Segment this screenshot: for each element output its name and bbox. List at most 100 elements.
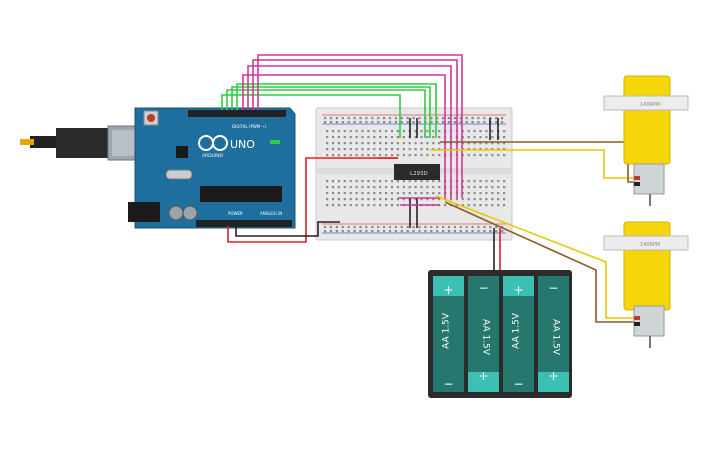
breadboard-hole bbox=[367, 204, 370, 207]
wire-yellow bbox=[430, 149, 636, 179]
breadboard-hole bbox=[491, 198, 494, 201]
breadboard-hole bbox=[377, 230, 380, 233]
breadboard-hole bbox=[467, 192, 470, 195]
battery-cell-wrap bbox=[503, 296, 534, 392]
breadboard-hole bbox=[420, 130, 423, 133]
breadboard-hole bbox=[365, 117, 368, 120]
breadboard-hole bbox=[341, 230, 344, 233]
breadboard-hole bbox=[373, 192, 376, 195]
battery-pack: AA 1.5V+−AA 1.5V+−AA 1.5V+−AA 1.5V+− bbox=[428, 270, 572, 398]
breadboard-hole bbox=[331, 130, 335, 133]
breadboard-hole bbox=[337, 154, 340, 157]
breadboard-hole bbox=[373, 130, 376, 133]
breadboard-hole bbox=[388, 230, 392, 233]
breadboard-hole bbox=[361, 192, 364, 195]
breadboard-hole bbox=[432, 148, 435, 151]
breadboard-hole bbox=[367, 136, 370, 139]
breadboard-hole bbox=[335, 226, 338, 229]
breadboard-hole bbox=[453, 226, 456, 229]
breadboard-hole bbox=[349, 142, 352, 145]
breadboard-hole bbox=[420, 148, 423, 151]
breadboard-hole bbox=[497, 198, 500, 201]
power-header bbox=[196, 220, 292, 227]
breadboard-hole bbox=[461, 192, 464, 195]
breadboard-hole bbox=[438, 148, 441, 151]
breadboard-hole bbox=[353, 226, 356, 229]
breadboard-hole bbox=[426, 186, 429, 189]
breadboard-hole bbox=[324, 230, 327, 233]
breadboard-hole bbox=[412, 117, 415, 120]
breadboard-hole bbox=[361, 186, 364, 189]
wire-green bbox=[231, 86, 431, 138]
breadboard-hole bbox=[420, 136, 423, 139]
breadboard-hole bbox=[385, 136, 388, 139]
breadboard-hole bbox=[420, 186, 423, 189]
breadboard-hole bbox=[408, 186, 411, 189]
breadboard-hole bbox=[365, 121, 368, 124]
breadboard-hole bbox=[414, 186, 417, 189]
breadboard-hole bbox=[331, 192, 335, 195]
breadboard-hole bbox=[438, 186, 441, 189]
breadboard-hole bbox=[337, 198, 340, 201]
breadboard-hole bbox=[326, 136, 329, 139]
breadboard-hole bbox=[432, 186, 435, 189]
breadboard-hole bbox=[377, 226, 380, 229]
breadboard-hole bbox=[349, 180, 352, 183]
breadboard-hole bbox=[379, 186, 382, 189]
breadboard-hole bbox=[479, 136, 482, 139]
breadboard-hole bbox=[438, 198, 441, 201]
breadboard-hole bbox=[473, 180, 476, 183]
breadboard-hole bbox=[379, 136, 382, 139]
battery-cell-label: AA 1.5V bbox=[512, 312, 522, 349]
breadboard-hole bbox=[394, 230, 397, 233]
arduino-board[interactable]: UNO ARDUINO DIGITAL (PWM ~) POWER ANALOG… bbox=[128, 107, 296, 229]
breadboard-hole bbox=[418, 121, 421, 124]
breadboard-hole bbox=[501, 117, 504, 120]
breadboard-hole bbox=[444, 204, 447, 207]
arduino-model-label: UNO bbox=[230, 138, 255, 151]
breadboard-hole bbox=[385, 186, 388, 189]
capacitor bbox=[182, 205, 198, 221]
breadboard-hole bbox=[473, 154, 476, 157]
breadboard-hole bbox=[400, 226, 403, 229]
breadboard-hole bbox=[361, 142, 364, 145]
breadboard-hole bbox=[406, 121, 409, 124]
breadboard-hole bbox=[359, 117, 362, 120]
breadboard-hole bbox=[353, 121, 356, 124]
breadboard-hole bbox=[355, 136, 358, 139]
breadboard-hole bbox=[459, 117, 462, 120]
breadboard-hole bbox=[355, 130, 358, 133]
breadboard-hole bbox=[467, 136, 470, 139]
power-jack bbox=[128, 202, 160, 222]
breadboard-hole bbox=[491, 186, 494, 189]
breadboard-hole bbox=[331, 136, 335, 139]
battery-cell: AA 1.5V+− bbox=[433, 276, 464, 392]
breadboard-hole bbox=[379, 192, 382, 195]
breadboard-hole bbox=[485, 204, 488, 207]
breadboard-hole bbox=[390, 154, 394, 157]
breadboard-hole bbox=[373, 198, 376, 201]
breadboard-hole bbox=[461, 186, 464, 189]
breadboard-hole bbox=[396, 154, 399, 157]
breadboard-hole bbox=[396, 198, 399, 201]
breadboard-hole bbox=[371, 117, 374, 120]
breadboard-hole bbox=[503, 136, 506, 139]
breadboard-hole bbox=[343, 154, 346, 157]
breadboard-hole bbox=[471, 230, 474, 233]
usb-chip bbox=[176, 146, 188, 158]
breadboard-hole bbox=[436, 121, 439, 124]
arduino-brand-label: ARDUINO bbox=[202, 153, 224, 159]
ic-label: L293D bbox=[410, 171, 428, 177]
breadboard-hole bbox=[349, 192, 352, 195]
breadboard-hole bbox=[479, 204, 482, 207]
breadboard-hole bbox=[347, 121, 350, 124]
breadboard-hole bbox=[396, 192, 399, 195]
power-label: POWER bbox=[228, 211, 243, 216]
breadboard-hole bbox=[331, 198, 335, 201]
breadboard-hole bbox=[459, 121, 462, 124]
breadboard-hole bbox=[459, 226, 462, 229]
breadboard-hole bbox=[402, 142, 405, 145]
breadboard-hole bbox=[485, 154, 488, 157]
breadboard-hole bbox=[491, 204, 494, 207]
wire-red bbox=[227, 157, 398, 243]
